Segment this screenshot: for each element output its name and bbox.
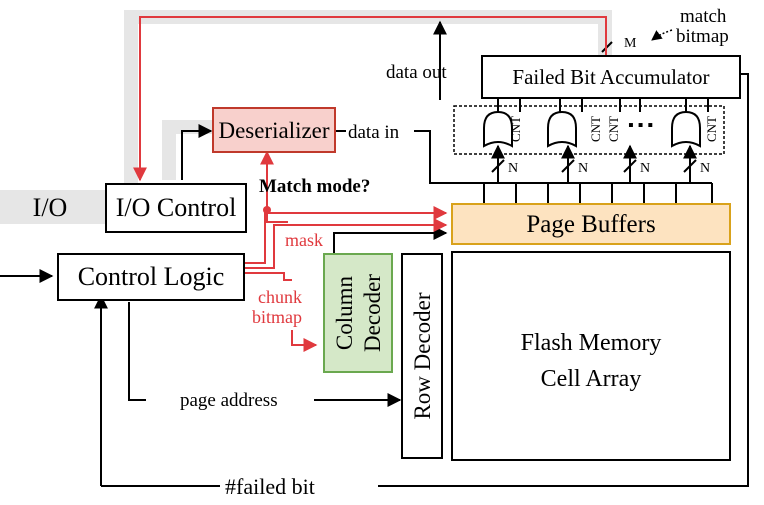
mask-wire (244, 218, 448, 269)
page-buffers-block: Page Buffers (451, 203, 731, 245)
bus-n-label-3: N (640, 161, 650, 176)
counter-array: CNT CNT CNT ▪ ▪ ▪ CNT (453, 105, 725, 155)
match-mode-label: Match mode? (259, 176, 370, 197)
counter-label: CNT (588, 116, 603, 142)
flash-array-block: Flash Memory Cell Array (451, 251, 731, 461)
bus-n-label-2: N (578, 161, 588, 176)
row-decoder-block: Row Decoder (401, 253, 443, 459)
column-decoder-label-1: Column (332, 275, 357, 350)
bus-n-label-4: N (700, 161, 710, 176)
page-address-label: page address (180, 390, 278, 411)
match-label: match (680, 6, 727, 27)
ellipsis: ▪ ▪ ▪ (628, 117, 653, 134)
chunk-label: chunk (258, 287, 302, 307)
row-decoder-label: Row Decoder (410, 292, 435, 419)
failed-bit-label: #failed bit (225, 474, 315, 499)
counter-label: CNT (508, 116, 523, 142)
chunk-bitmap-wire-top (244, 272, 292, 281)
bitmap-label: bitmap (252, 307, 302, 327)
counter-label: CNT (704, 116, 719, 142)
bus-n-label-1: N (508, 161, 518, 176)
bitmap-label-2: bitmap (676, 26, 729, 47)
flash-array-label-1: Flash Memory (521, 330, 662, 356)
control-logic-label: Control Logic (78, 262, 225, 291)
io-label: I/O (33, 193, 68, 222)
failed-bit-accumulator-block: Failed Bit Accumulator (481, 55, 741, 99)
data-in-label: data in (348, 122, 400, 143)
black-wires (0, 20, 749, 487)
counter-gate-1: CNT (483, 110, 523, 148)
data-out-label: data out (386, 62, 447, 83)
deserializer-block: Deserializer (212, 107, 336, 153)
column-decoder-label-2: Decoder (360, 274, 385, 352)
failed-bit-wire-right (378, 73, 749, 487)
column-decoder-to-buffers-wire (333, 226, 448, 254)
match-mode-junction (263, 206, 271, 214)
flash-array-label-2: Cell Array (541, 366, 642, 392)
io-control-block: I/O Control (105, 183, 247, 233)
match-bitmap-wire (133, 16, 607, 182)
chunk-bitmap-wire (291, 330, 318, 352)
page-address-wire-left (128, 302, 146, 401)
match-mode-to-buffers-wire (244, 206, 448, 264)
bus-m-label: M (624, 36, 637, 51)
data-in-wire (414, 130, 457, 184)
io-to-deserializer-wire (181, 124, 213, 180)
control-logic-block: Control Logic (57, 253, 245, 301)
counter-label: CNT (606, 116, 621, 142)
counter-gate-2: CNT (547, 110, 603, 148)
column-decoder-block: Column Decoder (323, 253, 393, 373)
failed-bit-accumulator-label: Failed Bit Accumulator (512, 65, 709, 89)
match-bitmap-pointer (651, 29, 673, 41)
counter-gate-4: CNT (671, 110, 719, 148)
deserializer-label: Deserializer (218, 118, 329, 143)
page-buffers-label: Page Buffers (526, 211, 655, 238)
buffer-to-counter-wires (457, 144, 713, 203)
mask-label: mask (285, 230, 323, 250)
io-control-label: I/O Control (116, 193, 237, 222)
